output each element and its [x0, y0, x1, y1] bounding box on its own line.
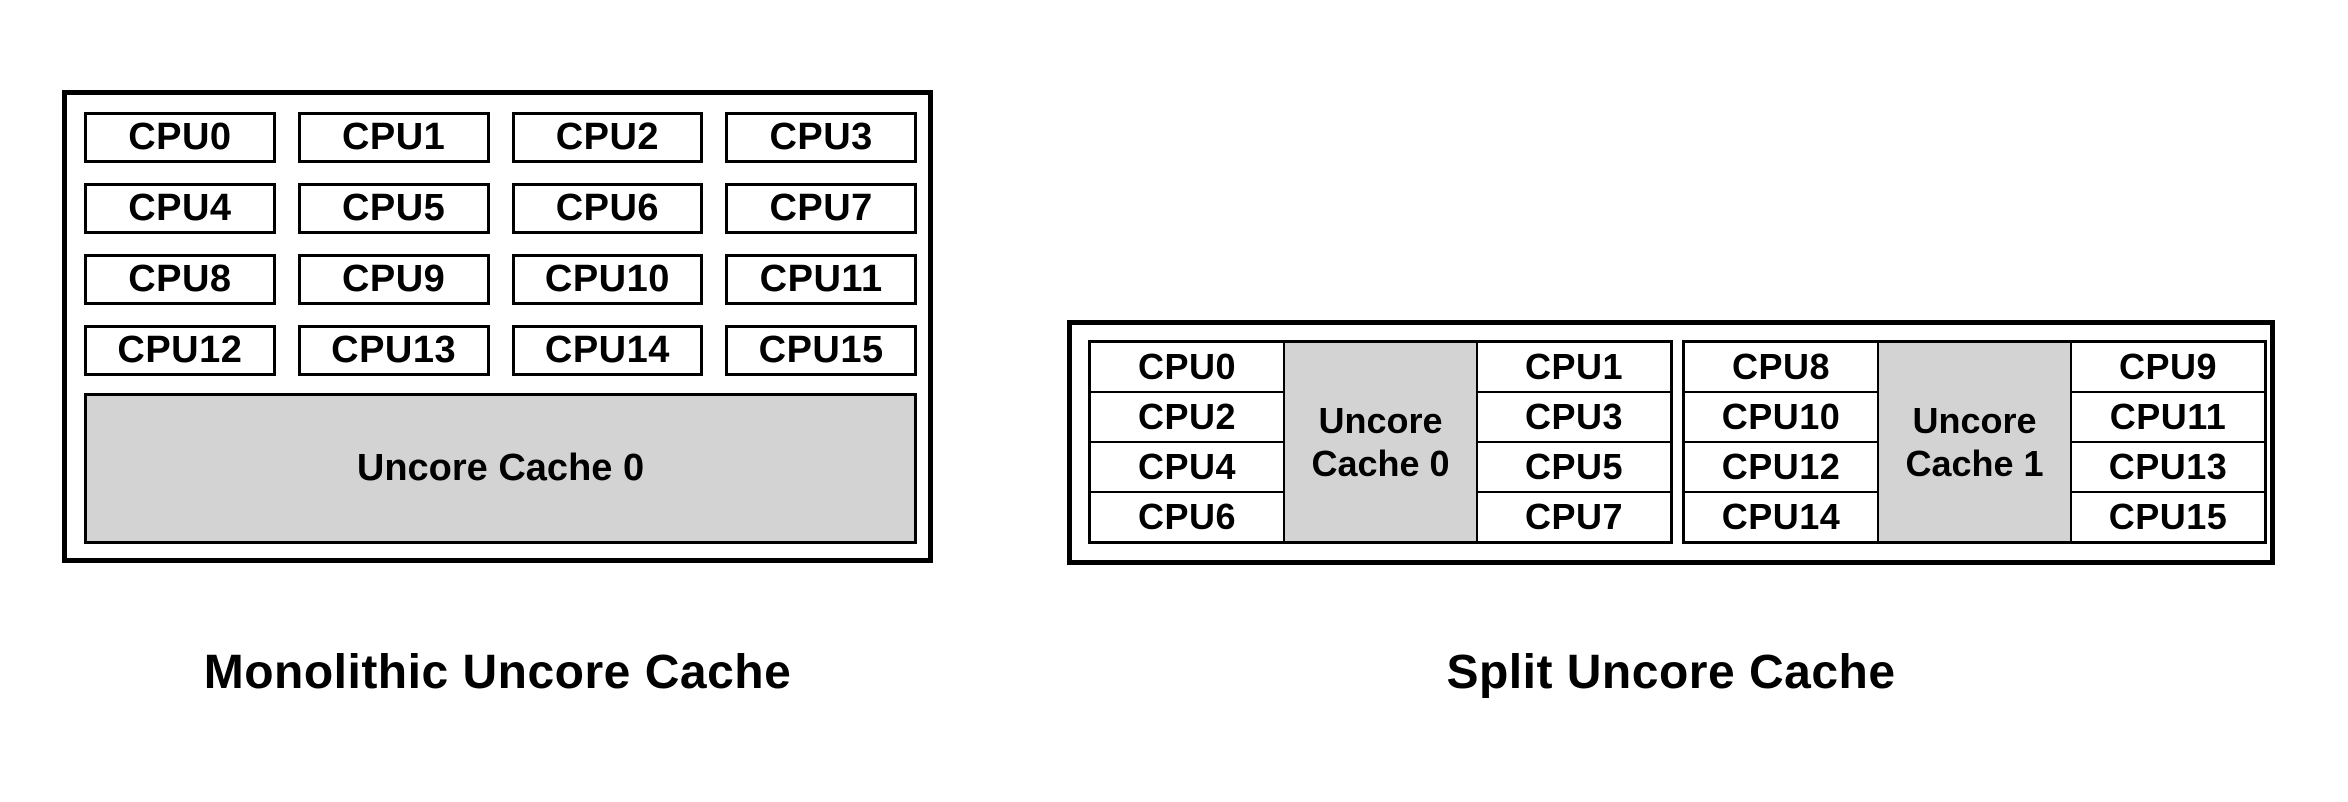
cpu-cell: CPU1 — [297, 112, 490, 163]
cpu-grid: CPU0 CPU1 CPU2 CPU3 CPU4 CPU5 CPU6 CPU7 … — [84, 112, 917, 376]
uncore-group-1: CPU8 Uncore Cache 1 CPU9 CPU10 CPU11 CPU… — [1682, 340, 2267, 544]
cpu-cell: CPU6 — [511, 183, 704, 234]
cpu-cell: CPU8 — [84, 254, 276, 305]
uncore-cache-0-block: Uncore Cache 0 — [84, 393, 917, 544]
cpu-cell: CPU5 — [1476, 441, 1673, 493]
cpu-cell: CPU7 — [725, 183, 917, 234]
monolithic-diagram: CPU0 CPU1 CPU2 CPU3 CPU4 CPU5 CPU6 CPU7 … — [62, 90, 933, 563]
cpu-cell: CPU2 — [1088, 391, 1285, 443]
cpu-cell: CPU12 — [84, 325, 276, 376]
cpu-cell: CPU5 — [297, 183, 490, 234]
cpu-cell: CPU15 — [2070, 491, 2267, 544]
group-row: CPU6 CPU7 — [1088, 491, 1673, 544]
group-row: CPU2 CPU3 — [1088, 391, 1673, 443]
uncore-cache-1-cell: Uncore Cache 1 — [1877, 340, 2072, 544]
group-row: CPU0 Uncore Cache 0 CPU1 — [1088, 340, 1673, 544]
cpu-cell: CPU4 — [1088, 441, 1285, 493]
cpu-cell: CPU4 — [84, 183, 276, 234]
group-row: CPU4 CPU5 — [1088, 441, 1673, 493]
cpu-cell: CPU0 — [1088, 340, 1285, 393]
split-diagram: CPU0 Uncore Cache 0 CPU1 CPU2 CPU3 CPU4 … — [1067, 320, 2275, 565]
cpu-cell: CPU8 — [1682, 340, 1879, 393]
group-row: CPU12 CPU13 — [1682, 441, 2267, 493]
uncore-cache-0-cell: Uncore Cache 0 — [1283, 340, 1478, 544]
group-row: CPU10 CPU11 — [1682, 391, 2267, 443]
cpu-cell: CPU6 — [1088, 491, 1285, 544]
group-row: CPU8 Uncore Cache 1 CPU9 — [1682, 340, 2267, 544]
monolithic-caption: Monolithic Uncore Cache — [203, 646, 792, 699]
cpu-cell: CPU3 — [1476, 391, 1673, 443]
cpu-cell: CPU13 — [2070, 441, 2267, 493]
cpu-cell: CPU14 — [1682, 491, 1879, 544]
cpu-cell: CPU3 — [725, 112, 917, 163]
cpu-cell: CPU10 — [1682, 391, 1879, 443]
cpu-cell: CPU15 — [725, 325, 917, 376]
cpu-cell: CPU13 — [297, 325, 490, 376]
cpu-cell: CPU10 — [511, 254, 704, 305]
cpu-cell: CPU2 — [511, 112, 704, 163]
cpu-cell: CPU14 — [511, 325, 704, 376]
cpu-cell: CPU0 — [84, 112, 276, 163]
cpu-cell: CPU11 — [2070, 391, 2267, 443]
group-row: CPU14 CPU15 — [1682, 491, 2267, 544]
uncore-group-0: CPU0 Uncore Cache 0 CPU1 CPU2 CPU3 CPU4 … — [1088, 340, 1673, 544]
cpu-cell: CPU1 — [1476, 340, 1673, 393]
cpu-cell: CPU7 — [1476, 491, 1673, 544]
cpu-cell: CPU9 — [2070, 340, 2267, 393]
split-caption: Split Uncore Cache — [1446, 646, 1896, 699]
cpu-cell: CPU12 — [1682, 441, 1879, 493]
cpu-cell: CPU11 — [725, 254, 917, 305]
cpu-cell: CPU9 — [297, 254, 490, 305]
